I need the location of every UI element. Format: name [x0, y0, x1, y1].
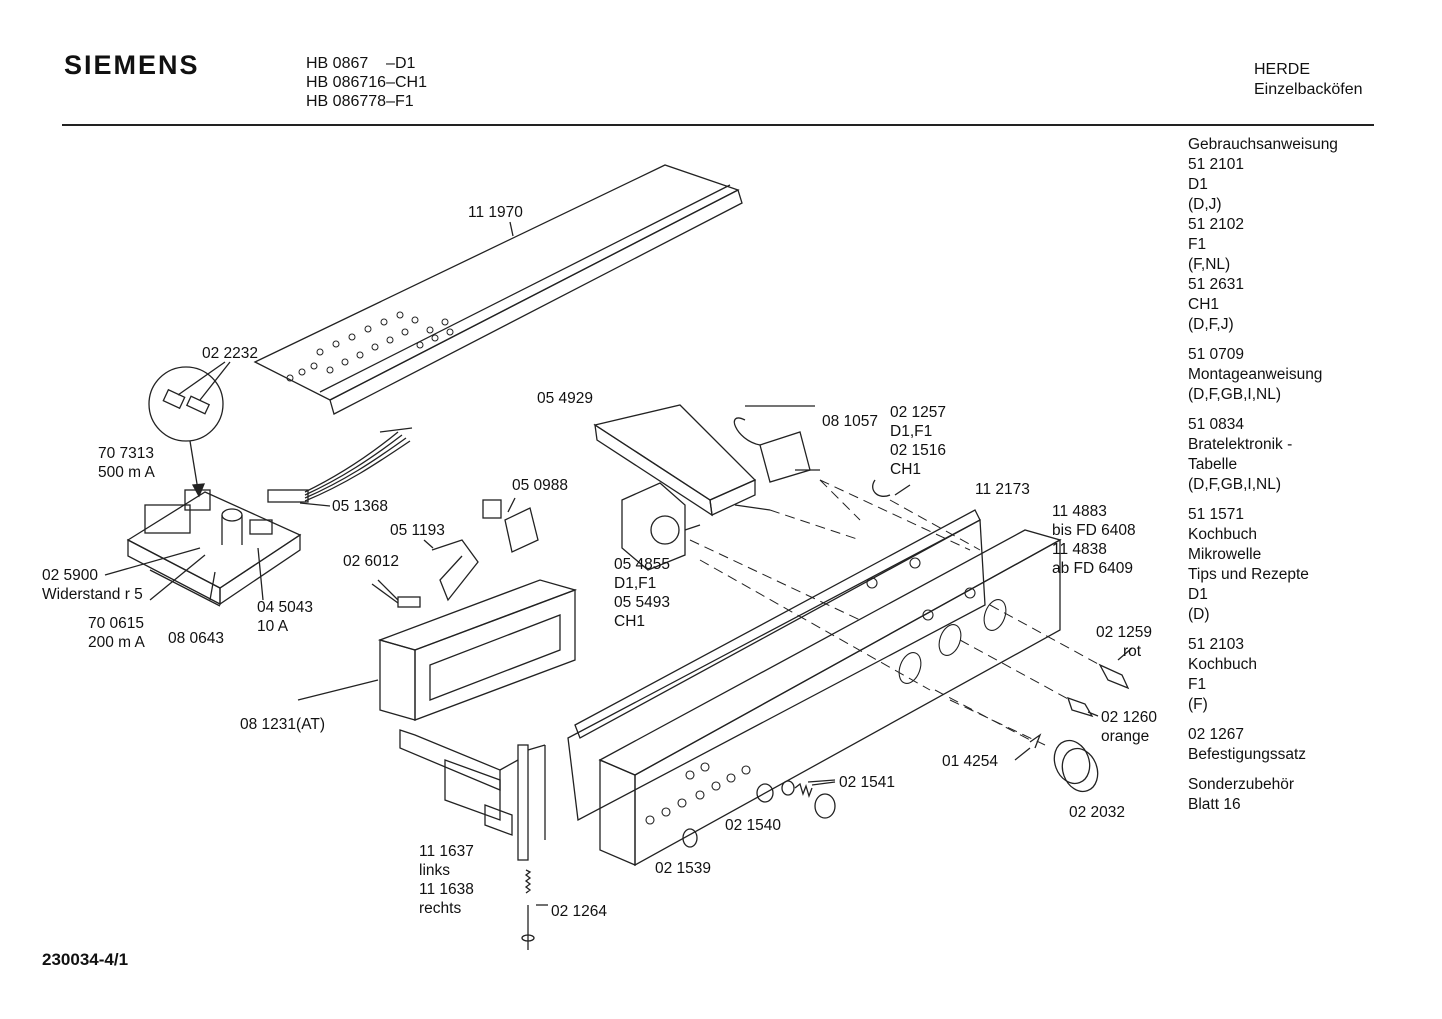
- model-number: HB 0867 –D1: [306, 55, 416, 72]
- connector-clip: [482, 497, 539, 553]
- document-entry: D1: [1188, 176, 1208, 193]
- document-entry: D1: [1188, 586, 1208, 603]
- part-label: 08 1057: [822, 413, 879, 430]
- document-entry: (D,F,J): [1188, 316, 1234, 333]
- push-button: [682, 779, 836, 848]
- lamp-cap-red: [1098, 647, 1133, 690]
- plug-connector: [371, 579, 421, 608]
- document-entry: Kochbuch: [1188, 526, 1257, 543]
- model-list: HB 0867 –D1 HB 086716–CH1 HB 086778–F1: [306, 54, 427, 111]
- document-entry: Tips und Rezepte: [1188, 566, 1309, 583]
- part-label: 11 2173: [975, 481, 1030, 498]
- part-label: 08 1231(AT): [240, 716, 326, 733]
- fuse-detail-circle: [148, 361, 231, 498]
- category-subtitle: Einzelbacköfen: [1254, 81, 1363, 98]
- assembly-lines: [689, 479, 1101, 746]
- rotary-switch: [621, 482, 701, 571]
- leader-line: [509, 221, 514, 237]
- document-entry: Montageanweisung: [1188, 366, 1323, 383]
- document-entry: CH1: [1188, 296, 1220, 313]
- document-entry: 51 0834: [1188, 416, 1245, 433]
- model-number: HB 086778–F1: [306, 93, 414, 110]
- document-entry: (D,F,GB,I,NL): [1188, 386, 1282, 403]
- mounting-rail: [399, 729, 546, 861]
- document-entry: 02 1267: [1188, 726, 1245, 743]
- spring-pin: [521, 869, 548, 950]
- document-entry: (D,F,GB,I,NL): [1188, 476, 1282, 493]
- document-entry: F1: [1188, 676, 1207, 693]
- document-entry: 51 0709: [1188, 346, 1245, 363]
- ribbon-cable: [267, 427, 413, 503]
- part-label: 08 0643: [168, 630, 225, 647]
- spring-clip: [1029, 733, 1042, 749]
- cable-loop: [431, 539, 479, 602]
- document-entry: Bratelektronik -: [1188, 436, 1293, 453]
- document-entry: 51 2101: [1188, 156, 1245, 173]
- lamp-cap-orange: [1066, 696, 1099, 718]
- document-entry: Blatt 16: [1188, 796, 1241, 813]
- part-label: 05 1368: [332, 498, 389, 515]
- part-label: 02 1539: [655, 860, 712, 877]
- clock-unit: [593, 404, 771, 517]
- part-label: 02 6012: [343, 553, 400, 570]
- part-label: 05 0988: [512, 477, 569, 494]
- control-knob: [1053, 739, 1099, 793]
- part-label: 02 1264: [551, 903, 608, 920]
- part-label: 02 2032: [1069, 804, 1126, 821]
- display-module: [297, 579, 578, 721]
- document-entry: (F): [1188, 696, 1208, 713]
- document-entry: (D): [1188, 606, 1210, 623]
- document-entry: (F,NL): [1188, 256, 1231, 273]
- document-entry: Kochbuch: [1188, 656, 1257, 673]
- document-entry: 51 2102: [1188, 216, 1245, 233]
- document-entry: Mikrowelle: [1188, 546, 1262, 563]
- part-label: 02 1540: [725, 817, 782, 834]
- document-code: 230034-4/1: [42, 950, 129, 969]
- part-label: 02 2232: [202, 345, 259, 362]
- part-label: 01 4254: [942, 753, 999, 770]
- brand-logo: SIEMENS: [64, 50, 200, 80]
- document-entry: 51 2103: [1188, 636, 1245, 653]
- document-entry: Sonderzubehör: [1188, 776, 1294, 793]
- document-entry: Gebrauchsanweisung: [1188, 136, 1338, 153]
- header-rule: [62, 124, 1374, 126]
- thermostat: [733, 405, 820, 483]
- top-cover-panel: [253, 164, 743, 415]
- front-panel-frame: [567, 509, 1062, 867]
- model-number: HB 086716–CH1: [306, 74, 427, 91]
- control-board: [126, 489, 302, 607]
- document-entry: Tabelle: [1188, 456, 1238, 473]
- document-entry: (D,J): [1188, 196, 1222, 213]
- part-label: 11 1970: [468, 204, 523, 221]
- part-label: 05 4929: [537, 390, 594, 407]
- part-label: 02 1541: [839, 774, 896, 791]
- document-entry: 51 2631: [1188, 276, 1245, 293]
- category: HERDE Einzelbacköfen: [1254, 60, 1363, 100]
- category-title: HERDE: [1254, 61, 1311, 78]
- part-label: 05 1193: [390, 522, 445, 539]
- document-entry: Befestigungssatz: [1188, 746, 1307, 763]
- lamp-bulb: [872, 479, 891, 497]
- document-entry: 51 1571: [1188, 506, 1245, 523]
- document-entry: F1: [1188, 236, 1207, 253]
